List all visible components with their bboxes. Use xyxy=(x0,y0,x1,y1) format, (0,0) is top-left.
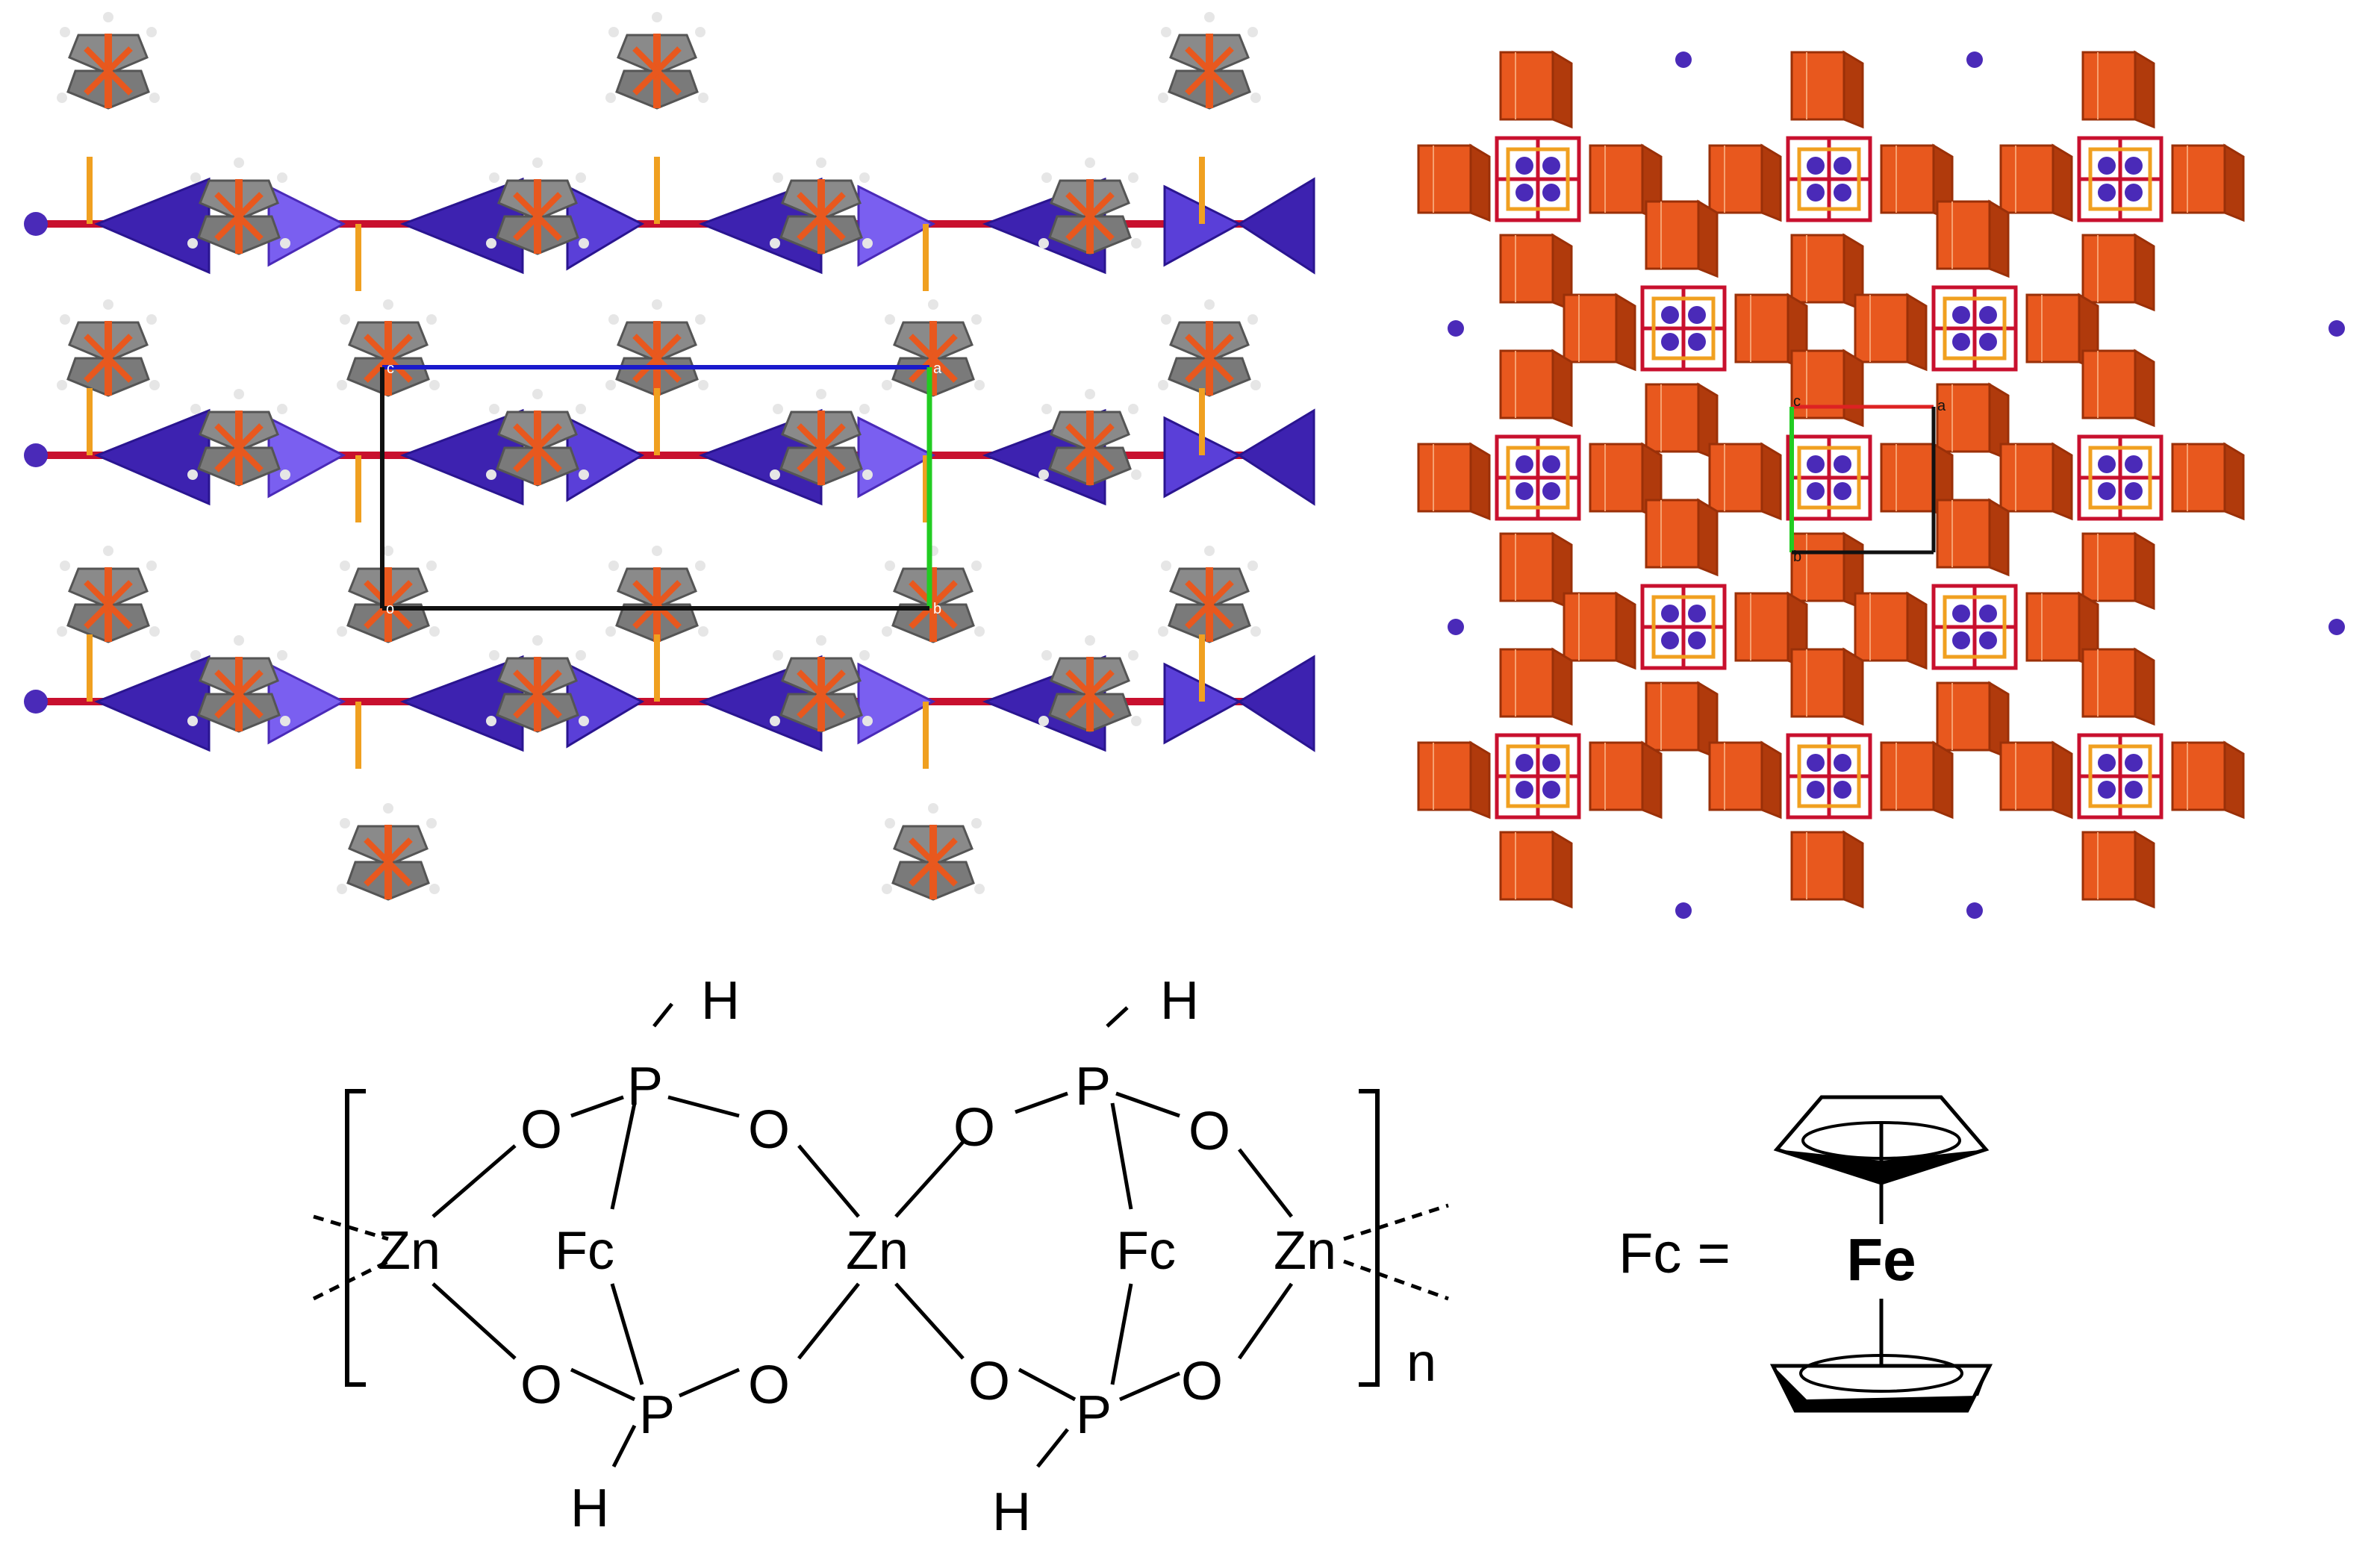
axis-label-b-right: b xyxy=(1793,549,1801,565)
ferrocene-drawing: Fe xyxy=(1769,1095,1993,1413)
structural-formula: Zn Zn Zn O O O O O O O O P P P P H H H H… xyxy=(312,971,1993,1542)
axis-label-a: a xyxy=(933,360,942,377)
atom-p-2: P xyxy=(1075,1057,1111,1117)
fc-definition-label: Fc = xyxy=(1619,1222,1731,1285)
framework-nodes xyxy=(1418,52,2243,907)
edge-node-fragments xyxy=(1448,52,2345,919)
axis-label-b: b xyxy=(933,601,941,617)
bracket-right xyxy=(1359,1089,1380,1387)
atom-zn-right: Zn xyxy=(1274,1221,1336,1281)
atom-h-4: H xyxy=(992,1482,1031,1542)
atom-h-1: H xyxy=(701,971,740,1031)
atom-o-8: O xyxy=(1181,1352,1223,1411)
fc-low-row xyxy=(57,546,1261,642)
bonds-solid xyxy=(432,1002,1294,1468)
atom-p-4: P xyxy=(1076,1385,1112,1445)
atom-o-2: O xyxy=(748,1100,790,1160)
chain-row-2 xyxy=(24,388,1314,522)
group-fc-2: Fc xyxy=(1116,1221,1176,1281)
atom-o-1: O xyxy=(520,1100,562,1160)
atom-p-1: P xyxy=(627,1057,663,1117)
atom-o-4: O xyxy=(1189,1102,1230,1161)
fc-top-row xyxy=(57,12,1261,108)
chain-row-3 xyxy=(24,634,1314,769)
group-fc-1: Fc xyxy=(555,1221,614,1281)
atom-zn-center: Zn xyxy=(846,1221,909,1281)
axis-label-c-right: c xyxy=(1793,393,1801,410)
atom-o-5: O xyxy=(520,1355,562,1415)
unit-cell-left: c a b o xyxy=(380,360,942,617)
bracket-left xyxy=(345,1089,366,1387)
fe-atom-label: Fe xyxy=(1846,1226,1916,1293)
crystal-chain-view: c a b o xyxy=(0,0,1329,933)
atom-h-3: H xyxy=(570,1479,609,1538)
atom-o-6: O xyxy=(748,1355,790,1415)
atom-o-7: O xyxy=(968,1352,1010,1411)
atom-o-3: O xyxy=(953,1098,995,1158)
axis-label-a-right: a xyxy=(1937,398,1946,414)
atom-zn-left: Zn xyxy=(378,1221,440,1281)
atom-h-2: H xyxy=(1160,971,1199,1031)
atom-p-3: P xyxy=(639,1385,675,1445)
unit-cell-right: c a b xyxy=(1789,393,1946,565)
fc-bottom-row xyxy=(337,803,985,899)
axis-label-o: o xyxy=(386,601,394,617)
fc-mid-row xyxy=(57,299,1261,396)
repeat-subscript: n xyxy=(1406,1333,1436,1393)
bonds-dashed xyxy=(312,1203,1449,1301)
axis-label-c: c xyxy=(387,360,394,377)
chain-row-1 xyxy=(24,157,1314,291)
crystal-framework-view: c a b xyxy=(1411,0,2345,919)
